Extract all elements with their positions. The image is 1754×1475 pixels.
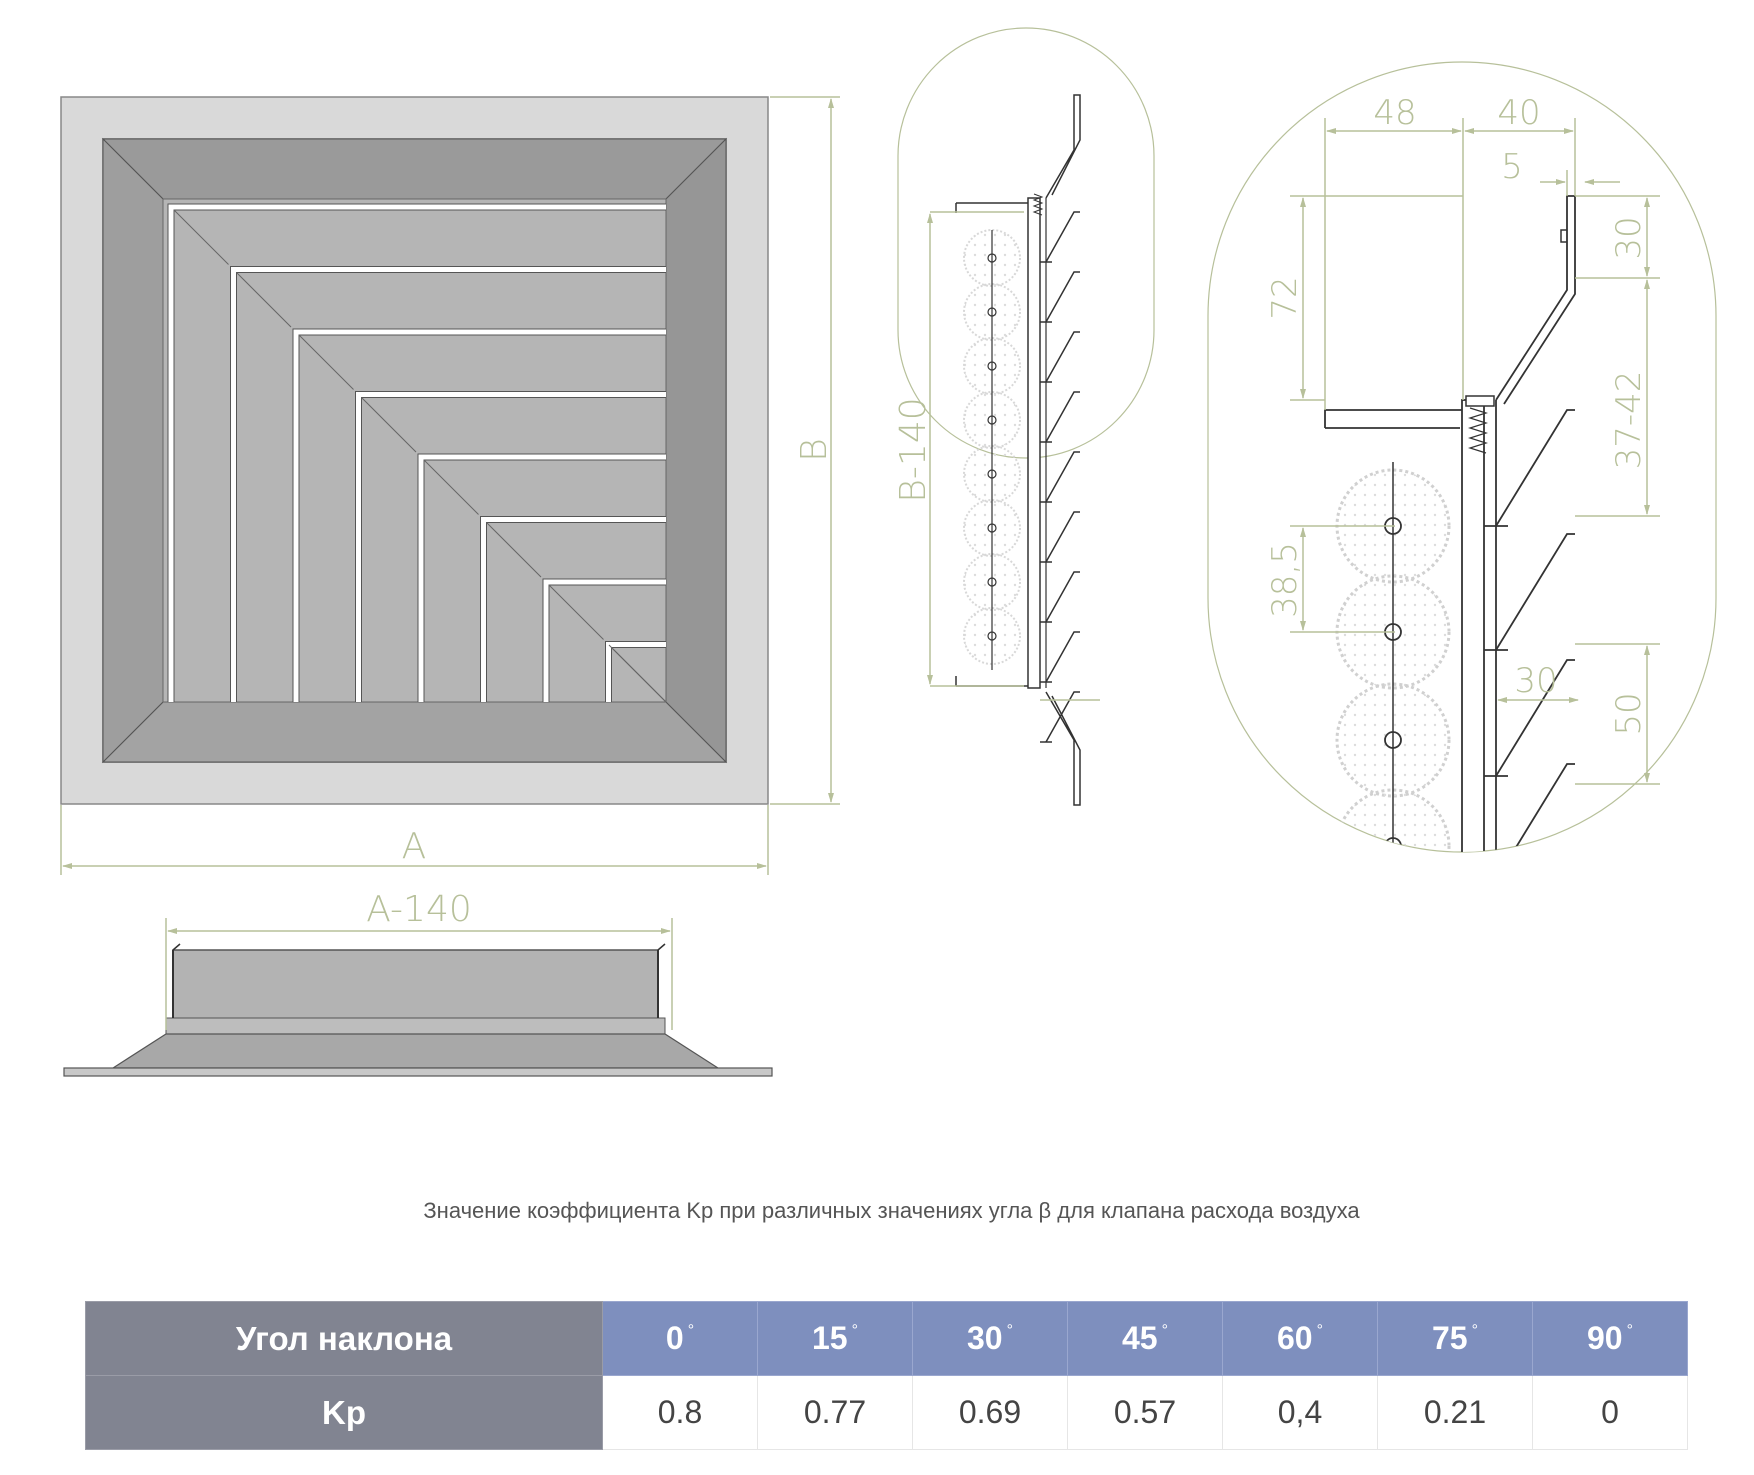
angle-cell: 30° (912, 1301, 1068, 1376)
dim-38-5: 38,5 (1265, 542, 1305, 618)
blade-diagonal (486, 522, 542, 578)
angle-cell: 45° (1067, 1301, 1223, 1376)
side-view (897, 27, 1155, 806)
dim-5: 5 (1501, 147, 1523, 187)
dim-50: 50 (1609, 692, 1649, 735)
width-label-a: A (402, 826, 427, 867)
blade-channel (543, 579, 666, 702)
dim-72: 72 (1265, 276, 1305, 319)
angle-cell: 15° (757, 1301, 913, 1376)
side-blade (1045, 451, 1080, 503)
kp-row-label: Kp (85, 1375, 603, 1450)
detail-blade (1495, 533, 1575, 651)
detail-blades (1484, 409, 1575, 852)
side-blade (1045, 571, 1080, 623)
blade-channel (293, 329, 666, 702)
dim-37-42: 37-42 (1609, 371, 1649, 470)
blade-diagonal (423, 459, 479, 515)
dim-40: 40 (1497, 93, 1540, 133)
kp-value-cell: 0.21 (1377, 1375, 1533, 1450)
blade-edge (605, 641, 666, 702)
kp-value-cell: 0.77 (757, 1375, 913, 1450)
blade-edge (230, 266, 666, 702)
damper-gears (963, 229, 1021, 670)
blade-channel (606, 642, 666, 702)
side-blade (1045, 631, 1080, 683)
blade-channel (418, 454, 666, 702)
side-blades (1040, 211, 1080, 743)
front-view-dimensions (60, 96, 840, 875)
blade-edge (167, 203, 666, 702)
side-blade (1045, 691, 1080, 743)
front-view (60, 96, 769, 805)
kp-row: Kp 0.8 0.77 0.69 0.57 0,4 0.21 0 (85, 1375, 1688, 1450)
angle-cell: 90° (1532, 1301, 1688, 1376)
kp-value-cell: 0.8 (602, 1375, 758, 1450)
side-blade (1045, 331, 1080, 383)
blade-diagonal (298, 334, 354, 390)
detail-view (1207, 61, 1717, 853)
blade-edge (417, 453, 666, 702)
blade-edge (292, 328, 666, 702)
kp-value-cell: 0 (1532, 1375, 1688, 1450)
kp-value-cell: 0,4 (1222, 1375, 1378, 1450)
blade-edge (480, 516, 666, 702)
angle-cell: 60° (1222, 1301, 1378, 1376)
side-blade (1045, 211, 1080, 263)
bottom-view (63, 943, 773, 1077)
blade-diagonal (173, 209, 229, 265)
blade-channel (356, 392, 666, 702)
blade-diagonal (236, 272, 292, 328)
angle-row-label: Угол наклона (85, 1301, 603, 1376)
height-label-b: B (794, 438, 835, 462)
blade-edge (542, 578, 666, 702)
side-view-dimensions (927, 211, 1100, 701)
blade-channel (168, 204, 666, 702)
height-label-b-140: B-140 (893, 397, 934, 502)
angle-cell: 75° (1377, 1301, 1533, 1376)
angle-cell: 0° (602, 1301, 758, 1376)
blade-diagonal (548, 584, 604, 640)
table-caption: Значение коэффициента Kp при различных з… (423, 1198, 1360, 1223)
side-blade (1045, 511, 1080, 563)
side-blade (1045, 271, 1080, 323)
detail-blade (1495, 659, 1575, 777)
technical-drawing: A B A-140 (60, 27, 1717, 1077)
blade-diagonal (608, 644, 667, 703)
dim-30-top: 30 (1609, 216, 1649, 259)
blade-group (167, 203, 667, 703)
blade-channel (231, 267, 666, 702)
dim-30-bottom: 30 (1514, 661, 1557, 701)
kp-value-cell: 0.69 (912, 1375, 1068, 1450)
bottom-view-dimensions (165, 918, 673, 1030)
width-label-a-140: A-140 (366, 889, 472, 930)
detail-dimensions (1290, 118, 1660, 785)
detail-gears (1335, 462, 1451, 852)
detail-blade (1495, 763, 1575, 852)
kp-table: Угол наклона 0° 15° 30° 45° 60° 75° 90° … (85, 1301, 1688, 1450)
angle-row: Угол наклона 0° 15° 30° 45° 60° 75° 90° (85, 1301, 1688, 1376)
blade-diagonal (361, 397, 417, 453)
dim-48: 48 (1373, 93, 1416, 133)
detail-blade (1495, 409, 1575, 527)
side-blade (1045, 391, 1080, 443)
kp-value-cell: 0.57 (1067, 1375, 1223, 1450)
blade-edge (355, 391, 666, 702)
blade-channel (481, 517, 666, 702)
